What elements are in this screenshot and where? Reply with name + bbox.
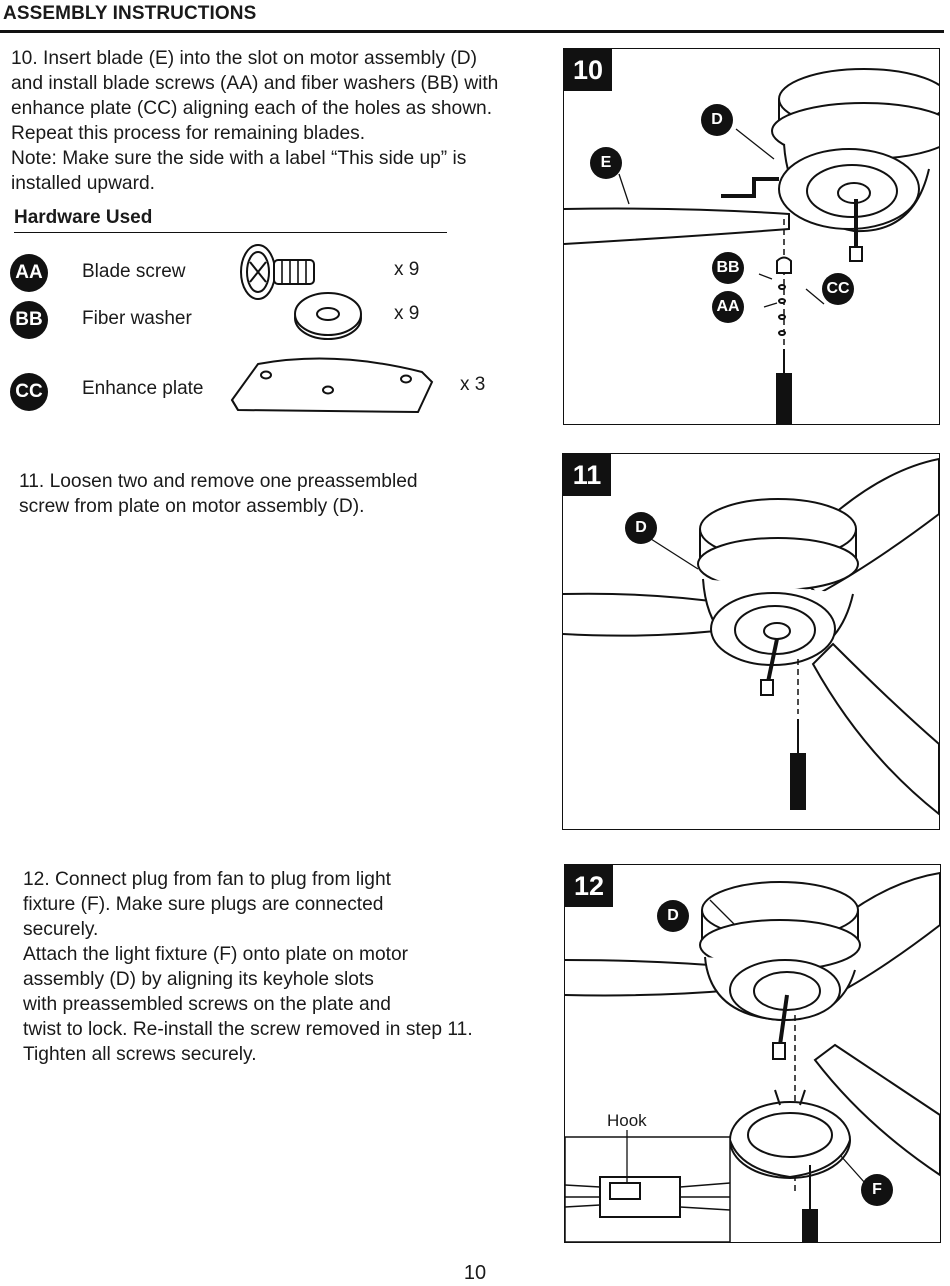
hardware-code-cc: CC — [10, 373, 48, 411]
plate-icon — [230, 357, 434, 414]
section-title: ASSEMBLY INSTRUCTIONS — [3, 3, 257, 24]
callout-bb: BB — [712, 252, 744, 284]
callout-d: D — [701, 104, 733, 136]
callout-e: E — [590, 147, 622, 179]
plate-screw-drawing — [563, 457, 939, 816]
callout-aa: AA — [712, 291, 744, 323]
hardware-qty-cc: x 3 — [460, 374, 486, 395]
hardware-name-blade-screw: Blade screw — [82, 261, 186, 282]
hardware-name-fiber-washer: Fiber washer — [82, 308, 192, 329]
step-11-illustration: 11 D — [562, 453, 940, 830]
page-number: 10 — [463, 1262, 487, 1284]
blade-install-drawing — [564, 68, 939, 424]
callout-f: F — [861, 1174, 893, 1206]
callout-d: D — [625, 512, 657, 544]
step-12-illustration: 12 — [564, 864, 941, 1243]
step-12-number: 12 — [565, 865, 613, 907]
hardware-qty-bb: x 9 — [394, 303, 420, 324]
hardware-code-aa: AA — [10, 254, 48, 292]
step-10-instructions: 10. Insert blade (E) into the slot on mo… — [11, 48, 499, 194]
light-fixture-drawing — [565, 871, 940, 1242]
hardware-name-enhance-plate: Enhance plate — [82, 378, 204, 399]
washer-icon — [294, 292, 362, 340]
section-header: ASSEMBLY INSTRUCTIONS — [0, 0, 944, 33]
callout-d: D — [657, 900, 689, 932]
step-11-number: 11 — [563, 454, 611, 496]
hardware-qty-aa: x 9 — [394, 259, 420, 280]
step-12-instructions: 12. Connect plug from fan to plug from l… — [23, 869, 473, 1065]
callout-cc: CC — [822, 273, 854, 305]
step-10-number: 10 — [564, 49, 612, 91]
hook-label: Hook — [607, 1111, 647, 1130]
screw-icon — [240, 244, 315, 300]
step-10-illustration: 10 — [563, 48, 940, 425]
hardware-code-bb: BB — [10, 301, 48, 339]
step-11-instructions: 11. Loosen two and remove one preassembl… — [19, 471, 418, 517]
hardware-used-title: Hardware Used — [14, 207, 447, 233]
